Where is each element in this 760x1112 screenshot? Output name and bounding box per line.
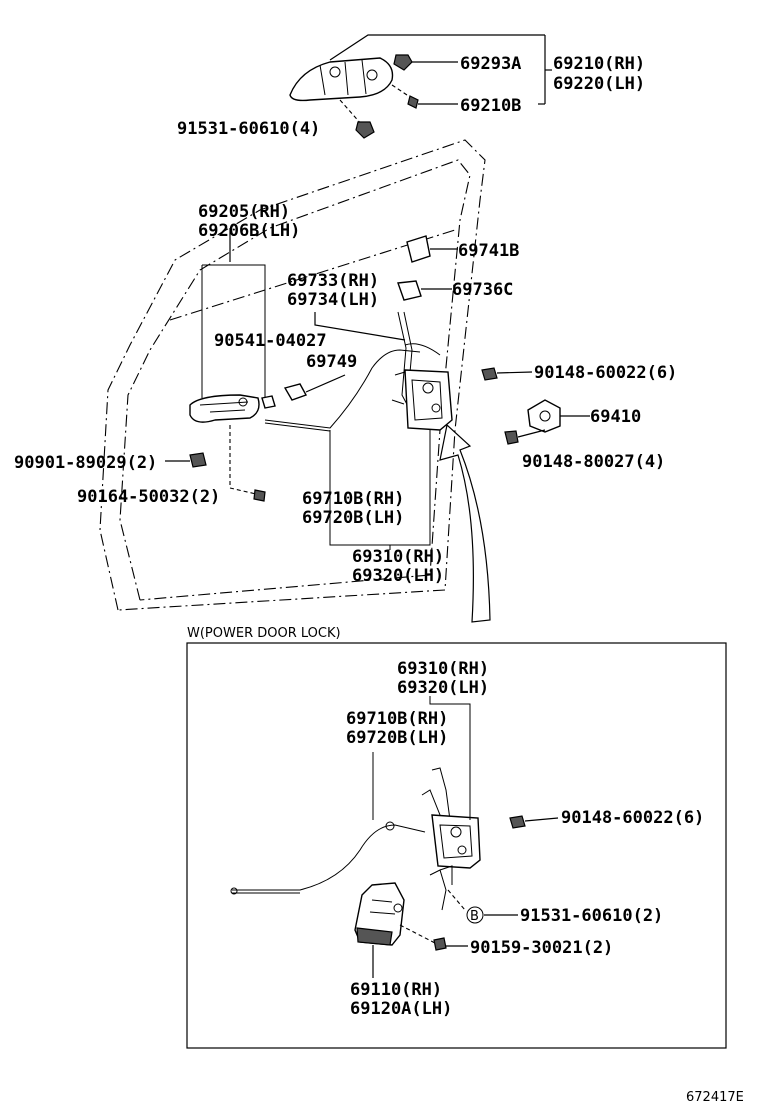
label-69310-rh: 69310(RH) — [352, 547, 444, 567]
marker-b: B — [470, 909, 479, 924]
box-label-91531-60610-2: 91531-60610(2) — [520, 906, 663, 926]
label-69206B-lh: 69206B(LH) — [198, 221, 300, 241]
box-label-69720B-lh: 69720B(LH) — [346, 728, 448, 748]
label-69320-lh: 69320(LH) — [352, 566, 444, 586]
power-door-lock-title: W(POWER DOOR LOCK) — [187, 626, 341, 641]
part-69741B — [406, 235, 458, 263]
outside-handle — [289, 34, 545, 102]
bolt-91531-top — [339, 99, 375, 139]
screw-90148-80027 — [504, 429, 546, 445]
box-label-69110-rh: 69110(RH) — [350, 980, 442, 1000]
label-69733-rh: 69733(RH) — [287, 271, 379, 291]
clip-69749 — [283, 374, 346, 401]
label-69710B-rh: 69710B(RH) — [302, 489, 404, 509]
label-69734-lh: 69734(LH) — [287, 290, 379, 310]
box-cable — [230, 821, 426, 895]
screw-69210B — [391, 84, 458, 109]
label-90541-04027: 90541-04027 — [214, 331, 327, 351]
marker-b-circle — [466, 906, 484, 924]
label-69205-rh: 69205(RH) — [198, 202, 290, 222]
inside-handle — [189, 394, 260, 423]
screw-90148-60022-top — [481, 367, 533, 381]
label-91531-60610-4: 91531-60610(4) — [177, 119, 320, 139]
label-69720B-lh: 69720B(LH) — [302, 508, 404, 528]
label-69410: 69410 — [590, 407, 641, 427]
label-69220-lh: 69220(LH) — [553, 74, 645, 94]
label-69741B: 69741B — [458, 241, 519, 261]
box-lock-assembly — [421, 767, 481, 911]
box-label-90159-30021: 90159-30021(2) — [470, 938, 613, 958]
part-69736C — [397, 280, 452, 301]
bracket-69710B — [329, 430, 431, 550]
box-label-69320-lh: 69320(LH) — [397, 678, 489, 698]
direction-arrow — [439, 423, 491, 623]
small-part-90541 — [261, 395, 276, 409]
figure-id: 672417E — [686, 1090, 744, 1105]
box-screw-90148-60022 — [509, 815, 559, 829]
label-69749: 69749 — [306, 352, 357, 372]
box-label-69310-rh: 69310(RH) — [397, 659, 489, 679]
box-bracket-69310 — [372, 696, 471, 820]
label-69210-rh: 69210(RH) — [553, 54, 645, 74]
screw-69293A — [393, 54, 458, 71]
label-69210B: 69210B — [460, 96, 521, 116]
box-label-69120A-lh: 69120A(LH) — [350, 999, 452, 1019]
label-69293A: 69293A — [460, 54, 521, 74]
box-bolt-91531 — [447, 889, 518, 924]
label-90901-89029: 90901-89029(2) — [14, 453, 157, 473]
striker-69410 — [527, 399, 590, 433]
door-lock-motor-69110 — [354, 882, 405, 946]
label-90148-60022-top: 90148-60022(6) — [534, 363, 677, 383]
label-69736C: 69736C — [452, 280, 513, 300]
power-door-lock-frame — [186, 642, 727, 1049]
door-lock-assembly — [391, 369, 453, 431]
inside-handle-bracket — [201, 228, 266, 400]
label-90164-50032: 90164-50032(2) — [77, 487, 220, 507]
box-screw-90159 — [372, 924, 468, 978]
box-label-90148-60022: 90148-60022(6) — [561, 808, 704, 828]
box-label-69710B-rh: 69710B(RH) — [346, 709, 448, 729]
grommet-90901 — [165, 452, 207, 468]
label-90148-80027: 90148-80027(4) — [522, 452, 665, 472]
screw-90164 — [229, 425, 266, 502]
